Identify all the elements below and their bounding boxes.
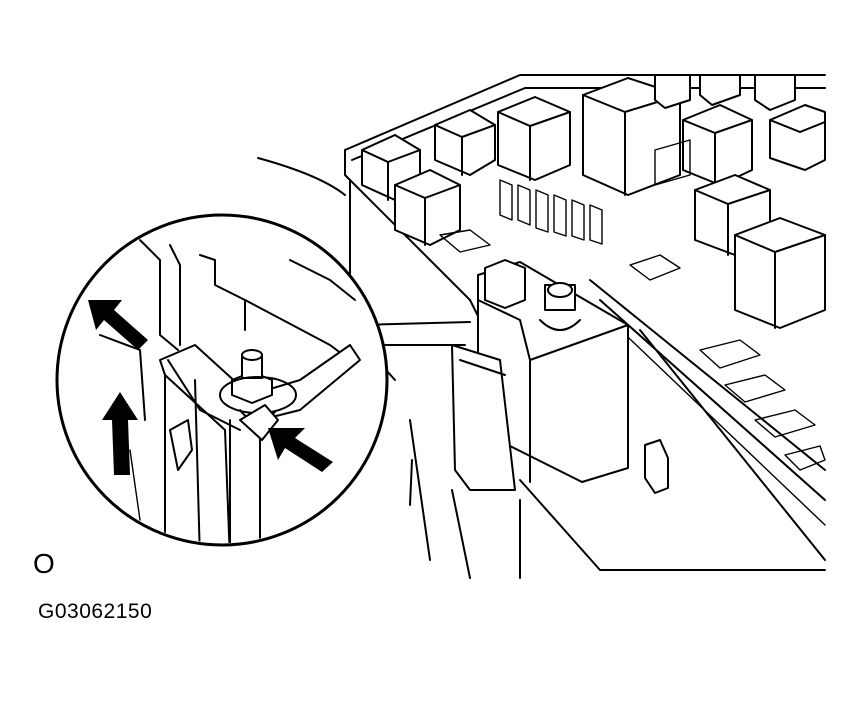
arrow-left-diagonal-icon bbox=[88, 300, 148, 350]
wire-harness-line bbox=[257, 157, 346, 196]
magnified-detail-circle bbox=[55, 213, 389, 547]
arrow-right-diagonal-icon bbox=[268, 428, 333, 472]
fuse-slots bbox=[439, 139, 826, 471]
fusible-link-block bbox=[451, 259, 669, 494]
view-letter-label: O bbox=[33, 548, 55, 579]
relay-box-body bbox=[344, 74, 826, 579]
relays bbox=[361, 74, 826, 329]
arrow-up-icon bbox=[102, 392, 138, 475]
figure-id-label: G03062150 bbox=[38, 600, 153, 623]
bracket-line bbox=[409, 459, 413, 506]
press-direction-arrows bbox=[88, 300, 333, 475]
